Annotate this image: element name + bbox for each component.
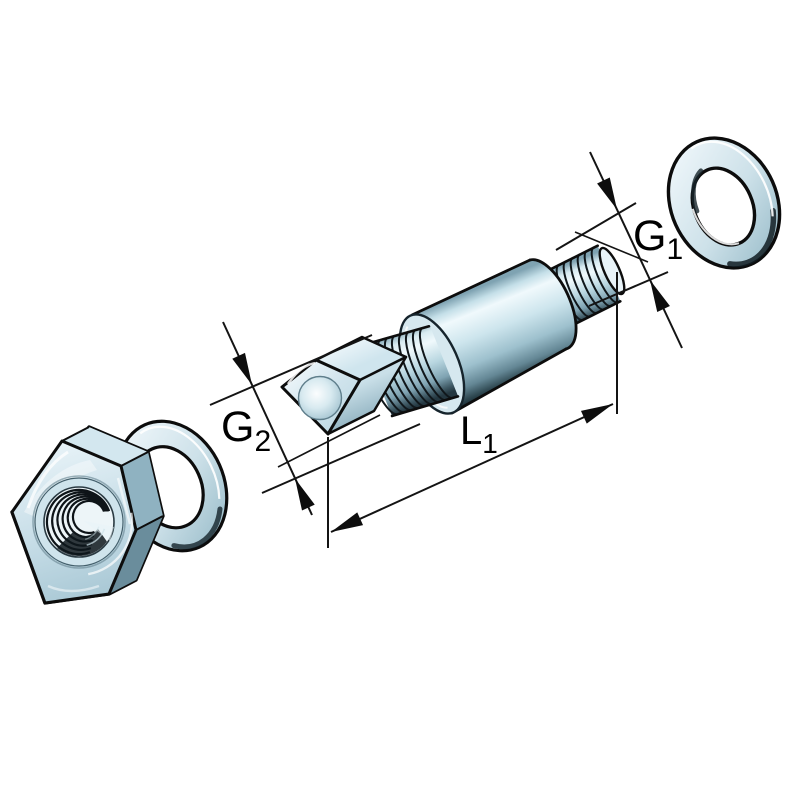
front-washer-highlight-outer: [690, 140, 774, 217]
g2-arrowhead-lower: [288, 475, 315, 511]
g1-arrowhead-upper: [597, 177, 624, 213]
square-end-circle: [297, 375, 343, 421]
l1-dimension-line: [330, 403, 614, 533]
square-face-highlight: [287, 361, 316, 385]
nut-bore-shadow: [57, 528, 107, 557]
nut-facet-lower-right: [109, 516, 163, 594]
nut-bore-thread-sheen-2: [84, 526, 100, 540]
nut-facet-top: [62, 427, 148, 466]
label-g1: G1: [633, 212, 683, 266]
label-l1: L1: [460, 409, 498, 459]
g1-extension-line-upper: [555, 202, 637, 251]
nut-face-streak-2: [116, 477, 132, 525]
collar-silhouette-top: [410, 258, 532, 317]
dimension-g1: G1: [555, 151, 683, 349]
nut-face-streak-3: [47, 584, 100, 593]
g2-extension-line-upper: [209, 334, 373, 406]
eccentric-stud: [280, 244, 626, 436]
g2-arrowhead-upper: [232, 352, 259, 388]
nut-facet-edges: [61, 426, 164, 531]
dimension-g2: G2: [209, 321, 421, 516]
front-washer-shade-outer: [727, 207, 777, 268]
hex-nut: [10, 425, 165, 605]
g1-arrowhead-lower: [643, 277, 670, 312]
nut-chamfer-circle: [32, 475, 126, 569]
nut-bore-glint: [84, 521, 114, 541]
thread-g1-tip: [598, 246, 626, 296]
l1-arrowhead-right: [580, 397, 616, 424]
collar-silhouette-bottom: [450, 347, 568, 415]
thread-g2-silhouette-bottom: [390, 395, 460, 418]
nut-bore-thread-sheen-1: [86, 528, 106, 546]
rear-washer-highlight: [139, 425, 221, 499]
label-g2: G2: [221, 403, 271, 458]
front-washer-shade-inner: [691, 168, 704, 214]
g1-extension-line-lower: [588, 271, 669, 307]
rear-washer-shade: [171, 506, 223, 550]
front-washer-highlight-inner: [691, 208, 740, 246]
nut-chamfer-highlight: [87, 512, 134, 576]
g2-extension-line-lower: [261, 423, 421, 494]
g1-construction-line: [574, 231, 649, 263]
square-drive-end: [280, 335, 408, 436]
nut-face-streak-1: [26, 450, 69, 509]
l1-arrowhead-left: [328, 512, 364, 539]
collar-back-edge: [528, 258, 578, 351]
dimension-l1: L1: [327, 272, 618, 548]
front-washer: [666, 136, 782, 270]
